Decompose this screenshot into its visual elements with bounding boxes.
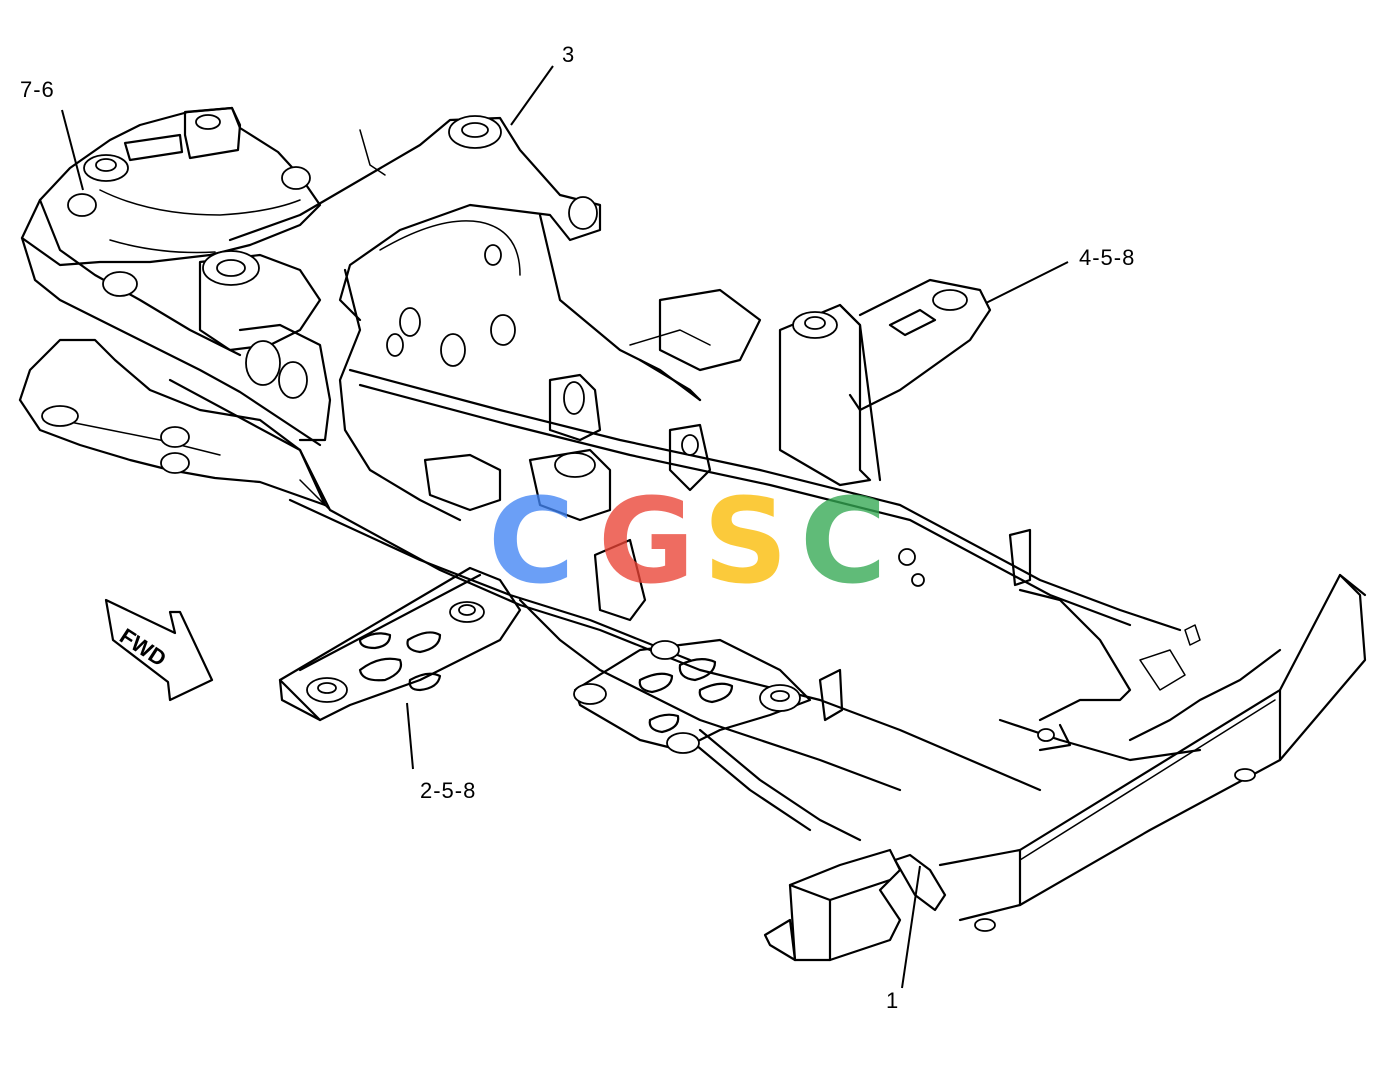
callout-4-5-8: 4-5-8 xyxy=(1079,245,1135,270)
forward-direction-arrow: FWD xyxy=(104,598,214,702)
center-brackets xyxy=(423,373,1032,622)
cgsc-watermark: C G S C xyxy=(488,472,887,610)
leader-1 xyxy=(901,865,921,989)
callout-2-5-8: 2-5-8 xyxy=(420,778,476,803)
front-right-mount xyxy=(629,278,992,487)
main-rails xyxy=(168,368,1202,842)
leader-3 xyxy=(510,65,554,126)
fwd-arrow-shape xyxy=(104,598,214,702)
leader-2-5-8 xyxy=(406,702,414,770)
center-crossmember xyxy=(228,115,702,522)
watermark-letter-c2: C xyxy=(800,472,887,610)
front-bumper-beam xyxy=(763,573,1367,962)
watermark-letter-c1: C xyxy=(488,472,575,610)
watermark-letter-s: S xyxy=(703,472,788,610)
rear-frame-section xyxy=(18,106,386,507)
front-center-mount xyxy=(573,638,844,754)
callout-labels: 7-6 3 4-5-8 2-5-8 1 xyxy=(20,42,1135,1013)
leader-4-5-8 xyxy=(985,261,1069,304)
watermark-letter-g: G xyxy=(598,472,695,610)
callout-7-6: 7-6 xyxy=(20,77,55,102)
leader-lines xyxy=(61,65,1069,989)
callout-1: 1 xyxy=(886,988,899,1013)
leader-7-6 xyxy=(61,109,84,191)
callout-3: 3 xyxy=(562,42,575,67)
front-left-outrigger xyxy=(278,566,522,722)
